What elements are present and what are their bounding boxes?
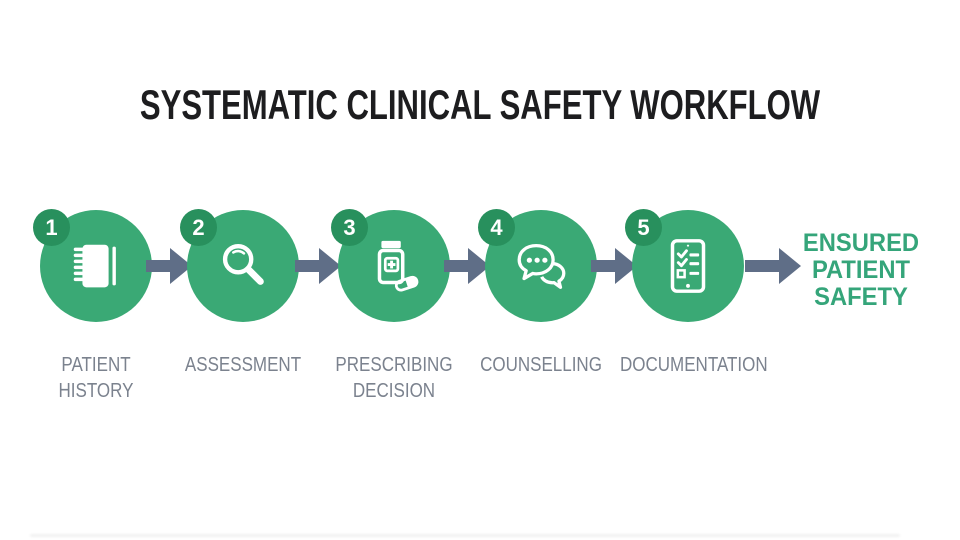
flow-arrow	[591, 248, 637, 284]
step-counselling: 4	[478, 209, 597, 322]
arrow-head	[615, 248, 637, 284]
arrow-shaft	[146, 260, 174, 272]
flow-arrow	[444, 248, 490, 284]
flow-arrow-final	[745, 248, 801, 284]
bottom-shadow-line	[30, 534, 900, 537]
step-patient-history: 1	[33, 209, 152, 322]
step-circle	[40, 210, 152, 322]
arrow-shaft	[591, 260, 619, 272]
spiral-notebook-icon	[73, 244, 116, 288]
tablet-checklist-icon	[670, 239, 706, 293]
step-documentation: 5	[625, 209, 744, 322]
step-assessment: 2	[180, 209, 299, 322]
label-prescribing-decision: PRESCRIBING DECISION	[335, 354, 453, 402]
step-number-badge: 3	[331, 209, 368, 246]
step-number-badge: 2	[180, 209, 217, 246]
arrow-head	[468, 248, 490, 284]
page-title: SYSTEMATIC CLINICAL SAFETY WORKFLOW	[139, 81, 821, 128]
step-number-badge: 5	[625, 209, 662, 246]
label-assessment: ASSESSMENT	[184, 354, 302, 376]
arrow-head	[779, 248, 801, 284]
chat-bubbles-icon	[517, 244, 566, 289]
pill-bottle-icon	[377, 240, 419, 292]
flow-arrow	[146, 248, 192, 284]
arrow-shaft	[444, 260, 472, 272]
step-number-badge: 1	[33, 209, 70, 246]
arrow-head	[319, 248, 341, 284]
arrow-shaft	[745, 260, 781, 272]
label-documentation: DOCUMENTATION	[620, 354, 768, 376]
flow-arrow	[295, 248, 341, 284]
arrow-head	[170, 248, 192, 284]
label-patient-history: PATIENT HISTORY	[58, 354, 134, 402]
step-number-badge: 4	[478, 209, 515, 246]
magnifier-icon	[222, 243, 264, 285]
step-prescribing-decision: 3	[331, 209, 450, 322]
arrow-shaft	[295, 260, 323, 272]
label-counselling: COUNSELLING	[480, 354, 602, 376]
result-ensured-patient-safety: ENSURED PATIENT SAFETY	[802, 229, 920, 311]
